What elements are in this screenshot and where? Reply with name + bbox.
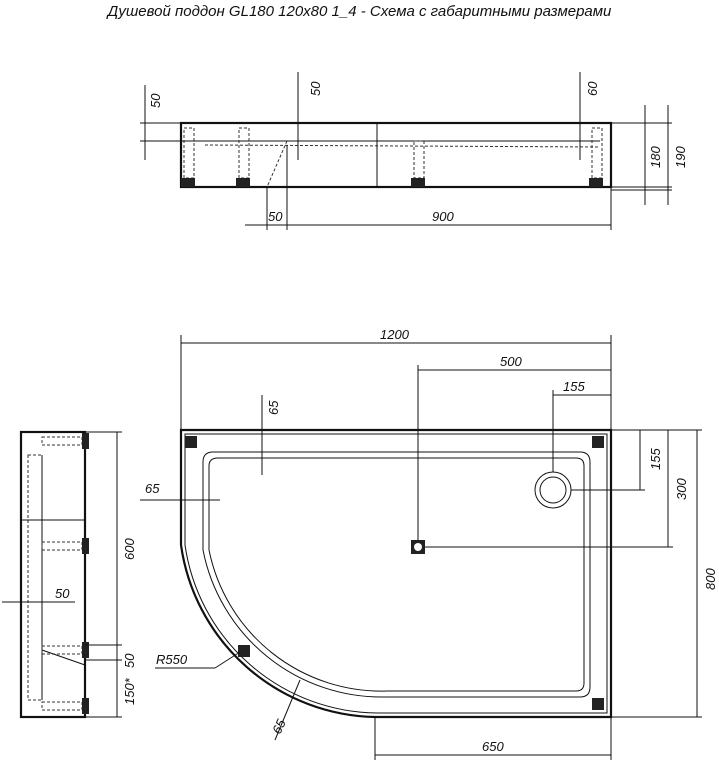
dim-plan-rim-left: 65: [145, 481, 160, 496]
leg-mark-icon: [185, 436, 197, 448]
dim-plan-rim-curve: 65: [269, 716, 289, 736]
dim-plan-drain-y: 300: [674, 478, 689, 500]
dim-front-offset: 50: [268, 209, 283, 224]
dim-front-rim-mid: 50: [308, 81, 323, 96]
drawing-title: Душевой поддон GL180 120x80 1_4 - Схема …: [107, 3, 612, 20]
dim-side-leg: 50: [122, 653, 137, 668]
leg-icon: [41, 433, 89, 449]
tray-body-side: [19, 430, 87, 719]
side-view: 600 50 150* 50: [2, 430, 137, 719]
tray-outline: [179, 428, 613, 719]
leg-icon: [236, 127, 250, 187]
dim-side-length: 600: [122, 538, 137, 560]
dim-plan-radius: R550: [156, 652, 188, 667]
leg-mark-icon: [592, 436, 604, 448]
leg-icon: [41, 698, 89, 714]
dim-front-height-body: 180: [648, 146, 663, 168]
dim-plan-overflow-y: 155: [648, 448, 663, 470]
dim-front-rim-left: 50: [148, 93, 163, 108]
dim-plan-straight: 650: [482, 739, 504, 754]
leg-icon: [41, 538, 89, 554]
basin-outline: [202, 451, 591, 698]
dim-plan-depth: 800: [703, 568, 718, 590]
dim-side-rim: 50: [55, 586, 70, 601]
tray-body-front: [179, 121, 613, 189]
dim-plan-rim-top: 65: [266, 400, 281, 415]
dim-plan-width: 1200: [380, 327, 410, 342]
leg-mark-icon: [238, 645, 250, 657]
dim-front-rim-right: 60: [585, 81, 600, 96]
plan-view: 1200 500 155 155 300 800 650 65 65 65 R5…: [140, 327, 718, 760]
leg-icon: [181, 127, 195, 187]
dim-front-height-total: 190: [673, 146, 688, 168]
dim-front-length: 900: [432, 209, 454, 224]
drain-icon: [411, 540, 425, 554]
dim-side-end: 150*: [122, 677, 137, 705]
front-view: 50 50 60 180 190 50 900: [140, 72, 688, 230]
leg-icon: [41, 642, 89, 658]
dim-plan-overflow-x: 155: [563, 379, 585, 394]
leg-icon: [411, 140, 425, 187]
leg-mark-icon: [592, 698, 604, 710]
dim-plan-drain-x: 500: [500, 354, 522, 369]
leg-icon: [589, 127, 603, 187]
